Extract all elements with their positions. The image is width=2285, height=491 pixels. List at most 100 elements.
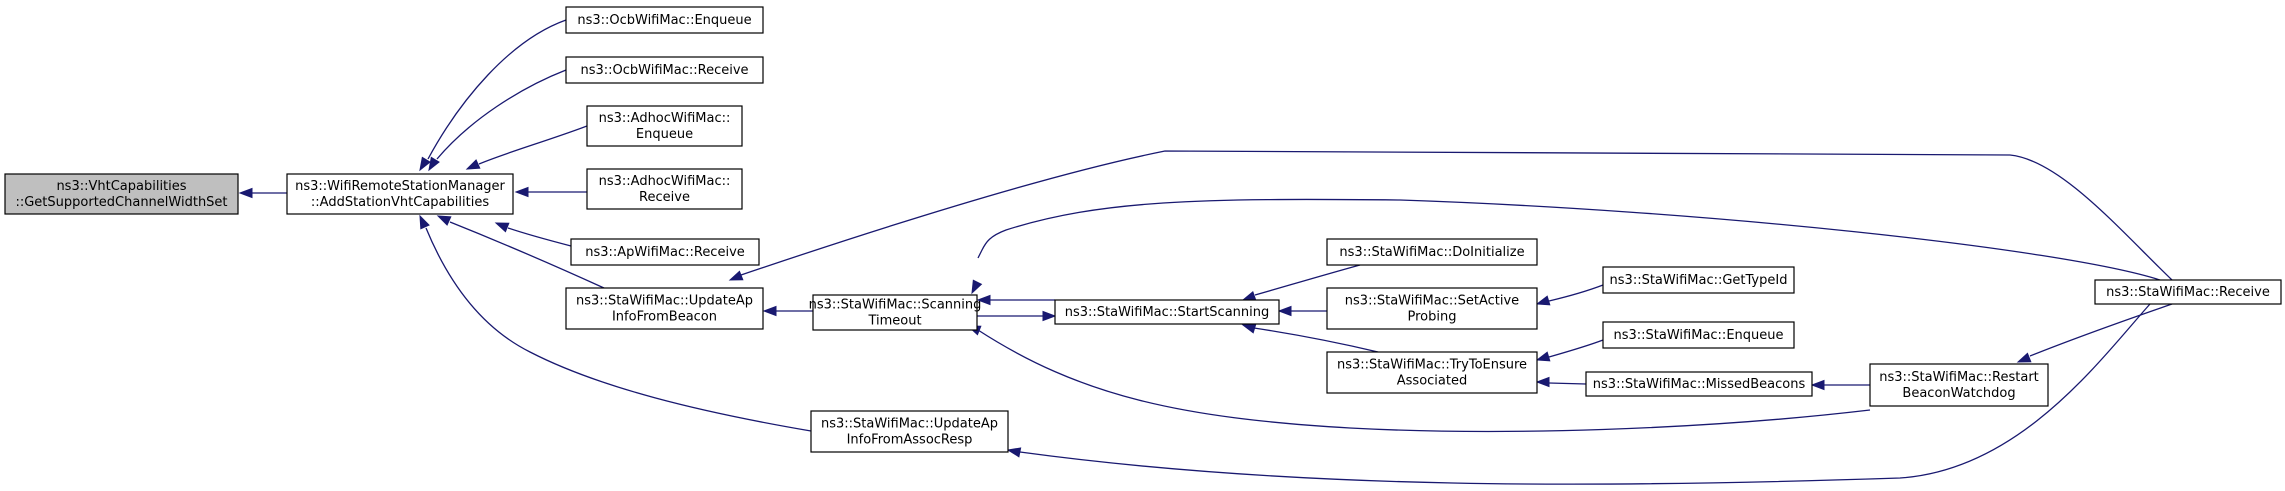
arrowhead-icon	[1535, 295, 1551, 306]
edge-line	[977, 198, 2161, 281]
node-label-line: ns3::ApWifiMac::Receive	[585, 245, 745, 260]
node-box	[1326, 287, 1538, 330]
node-label-line: ns3::StaWifiMac::DoInitialize	[1339, 245, 1524, 260]
edge-n1-to-n0	[238, 187, 287, 199]
edge-n2-to-n1	[419, 19, 567, 172]
node-label-line: ns3::StaWifiMac::UpdateAp	[821, 417, 998, 432]
node-ns3-stawifimac-startscanning[interactable]: ns3::StaWifiMac::StartScanning	[1054, 299, 1280, 325]
edge-line	[507, 227, 572, 247]
node-label-line: InfoFromBeacon	[612, 310, 717, 325]
arrowhead-icon	[494, 222, 510, 233]
edge-line	[1253, 327, 1379, 353]
node-label-line: Probing	[1408, 310, 1457, 325]
node-ns3-adhocwifimac-enqueue[interactable]: ns3::AdhocWifiMac::Enqueue	[586, 105, 743, 147]
edge-n4-to-n1	[465, 125, 588, 170]
node-ns3-stawifimac-doinitialize[interactable]: ns3::StaWifiMac::DoInitialize	[1326, 238, 1538, 266]
node-label-line: ::AddStationVhtCapabilities	[311, 195, 489, 210]
edge-line	[977, 329, 1871, 433]
edge-n5-to-n1	[514, 186, 587, 198]
node-box	[1585, 371, 1813, 397]
node-box	[286, 173, 514, 215]
arrowhead-icon	[238, 187, 253, 199]
edge-line	[425, 227, 812, 432]
node-label-line: ns3::VhtCapabilities	[56, 179, 186, 194]
arrowhead-icon	[2016, 352, 2032, 363]
edge-line	[1254, 264, 1361, 296]
node-box	[4, 173, 239, 215]
arrowhead-icon	[1277, 305, 1292, 317]
node-ns3-apwifimac-receive[interactable]: ns3::ApWifiMac::Receive	[570, 238, 760, 266]
node-ns3-stawifimac-gettypeid[interactable]: ns3::StaWifiMac::GetTypeId	[1602, 266, 1795, 294]
edge-n17-to-n16	[1810, 379, 1870, 391]
edge-n6-to-n1	[494, 222, 572, 247]
node-label-line: ns3::StaWifiMac::Enqueue	[1614, 328, 1784, 343]
node-ns3-stawifimac-receive[interactable]: ns3::StaWifiMac::Receive	[2094, 279, 2282, 305]
node-ns3-wifiremotestationmanager-addstationvhtcapabilities[interactable]: ns3::WifiRemoteStationManager::AddStatio…	[286, 173, 514, 215]
edge-line	[427, 19, 567, 160]
node-box	[1602, 321, 1795, 349]
node-label-line: ns3::StaWifiMac::Scanning	[809, 298, 982, 313]
node-box	[1326, 238, 1538, 266]
node-label-line: InfoFromAssocResp	[847, 433, 973, 448]
nodes-layer: ns3::VhtCapabilities::GetSupportedChanne…	[4, 6, 2282, 453]
node-label-line: ns3::OcbWifiMac::Receive	[580, 63, 748, 78]
node-label-line: ns3::StaWifiMac::Restart	[1879, 370, 2039, 385]
node-ns3-stawifimac-enqueue[interactable]: ns3::StaWifiMac::Enqueue	[1602, 321, 1795, 349]
node-label-line: Associated	[1397, 374, 1467, 389]
edge-n10-to-n9	[976, 294, 1055, 306]
arrowhead-icon	[1006, 447, 1022, 458]
edge-n18-to-n17	[2016, 303, 2173, 363]
node-label-line: ns3::StaWifiMac::StartScanning	[1065, 305, 1270, 320]
node-label-line: Timeout	[867, 314, 921, 329]
edge-line	[1548, 284, 1604, 302]
arrowhead-icon	[1241, 290, 1257, 301]
node-ns3-adhocwifimac-receive[interactable]: ns3::AdhocWifiMac::Receive	[586, 168, 743, 210]
edge-n14-to-n12	[1535, 284, 1604, 306]
edge-line	[1548, 339, 1604, 358]
edge-line	[449, 221, 605, 289]
node-box	[1602, 266, 1795, 294]
node-label-line: ns3::StaWifiMac::TryToEnsure	[1337, 358, 1527, 373]
node-box	[565, 287, 764, 330]
node-box	[586, 168, 743, 210]
node-box	[1054, 299, 1280, 325]
arrowhead-icon	[428, 156, 440, 172]
edge-n18-to-n9	[971, 198, 2161, 295]
node-box	[2094, 279, 2282, 305]
arrowhead-icon	[514, 186, 529, 198]
node-ns3-ocbwifimac-receive[interactable]: ns3::OcbWifiMac::Receive	[565, 56, 764, 84]
edge-n9-to-n7	[762, 305, 813, 317]
edge-line	[436, 69, 567, 160]
edge-n16-to-n13	[1535, 376, 1587, 388]
node-ns3-vhtcapabilities-getsupportedchannelwidthset[interactable]: ns3::VhtCapabilities::GetSupportedChanne…	[4, 173, 239, 215]
arrowhead-icon	[1042, 310, 1057, 322]
node-label-line: Enqueue	[636, 127, 693, 142]
node-label-line: ns3::AdhocWifiMac::	[599, 174, 731, 189]
arrowhead-icon	[436, 215, 452, 226]
arrowhead-icon	[728, 270, 744, 281]
node-box	[810, 410, 1009, 453]
node-ns3-ocbwifimac-enqueue[interactable]: ns3::OcbWifiMac::Enqueue	[565, 6, 764, 34]
node-box	[586, 105, 743, 147]
node-box	[1326, 351, 1538, 394]
edge-line	[1548, 382, 1587, 385]
node-label-line: ns3::StaWifiMac::SetActive	[1345, 294, 1519, 309]
node-ns3-stawifimac-missedbeacons[interactable]: ns3::StaWifiMac::MissedBeacons	[1585, 371, 1813, 397]
edge-n8-to-n1	[419, 214, 812, 432]
arrowhead-icon	[976, 294, 991, 306]
arrowhead-icon	[419, 156, 431, 172]
node-label-line: Receive	[639, 190, 690, 205]
arrowhead-icon	[762, 305, 777, 317]
node-label-line: ns3::StaWifiMac::GetTypeId	[1610, 273, 1788, 288]
node-label-line: ns3::OcbWifiMac::Enqueue	[577, 13, 751, 28]
node-label-line: ns3::StaWifiMac::Receive	[2106, 285, 2270, 300]
arrowhead-icon	[971, 279, 983, 295]
edge-n12-to-n10	[1277, 305, 1327, 317]
node-ns3-stawifimac-updateapinfofromassocresp[interactable]: ns3::StaWifiMac::UpdateApInfoFromAssocRe…	[810, 410, 1009, 453]
